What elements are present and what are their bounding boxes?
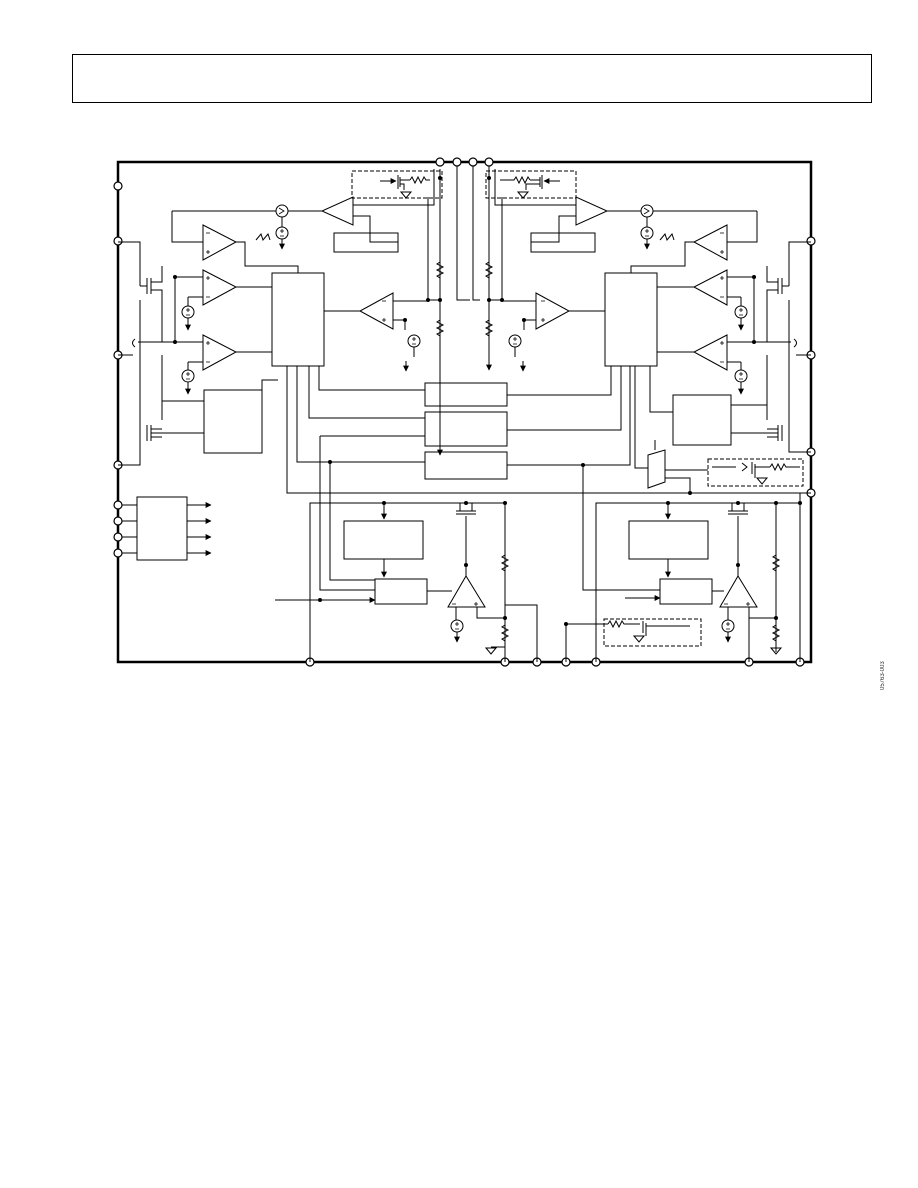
ldo1-control-block: [374, 578, 428, 605]
right-amplifiers: [535, 196, 728, 371]
right-driver-block: [672, 394, 732, 446]
right-high-side-fet: [766, 266, 783, 300]
ldo2-resistor-2: [771, 624, 781, 642]
bottom-discharge-dashed-block: [603, 618, 702, 647]
pin-top-4: [484, 157, 494, 167]
ldo1-resistor-2: [500, 624, 510, 642]
ldo2-control-block: [659, 578, 713, 605]
junction-dots: [173, 176, 802, 626]
right-discharge-dashed-block: [707, 458, 804, 487]
right-amp-2: [692, 269, 728, 306]
right-control-logic-block: [604, 272, 658, 367]
ldo2-pass-fet: [728, 503, 748, 515]
left-feedback-resistor-2: [435, 319, 445, 337]
chip-outline: [116, 160, 813, 664]
ldo1-resistor-1: [500, 554, 510, 572]
right-summing-node: [640, 204, 654, 218]
ldo1-amp: [447, 575, 486, 608]
left-control-logic-block: [271, 272, 325, 367]
pin-left-1: [113, 181, 123, 191]
left-sawtooth: [255, 232, 271, 242]
ldo2-reference-block: [628, 520, 709, 560]
left-pwm-comparator: [320, 196, 354, 226]
pin-left-2: [113, 236, 123, 246]
left-amp-3: [202, 334, 238, 371]
pin-left-5: [113, 500, 123, 510]
logic-io-block: [136, 496, 188, 561]
mux-block: [647, 449, 666, 489]
pin-right-1: [806, 236, 816, 246]
center-block-1: [424, 382, 508, 407]
left-driver-block: [203, 389, 263, 454]
center-block-2: [424, 411, 508, 447]
pin-top-3: [468, 157, 478, 167]
page-header-box: [72, 54, 872, 103]
right-error-amp: [535, 292, 571, 330]
pin-left-7: [113, 532, 123, 542]
ldo1-pass-fet: [456, 503, 476, 515]
right-feedback-resistor-1: [484, 261, 494, 279]
figure-id-label: 05763-003: [880, 661, 886, 690]
ldo1-reference-block: [343, 520, 424, 560]
pin-left-8: [113, 548, 123, 558]
pin-left-6: [113, 516, 123, 526]
right-dashed-block: [485, 170, 577, 199]
left-error-amp: [358, 292, 394, 330]
left-amp-1: [202, 224, 238, 261]
right-amp-1: [692, 224, 728, 261]
right-feedback-resistor-2: [484, 319, 494, 337]
pin-top-2: [452, 157, 462, 167]
right-amp-3: [692, 334, 728, 371]
pin-top-1: [435, 157, 445, 167]
left-amplifiers: [202, 196, 394, 371]
right-sawtooth: [659, 232, 675, 242]
left-amp-2: [202, 269, 238, 306]
left-dashed-block: [351, 170, 443, 199]
center-block-3: [424, 451, 508, 480]
left-high-side-fet: [146, 266, 163, 300]
ldo2-resistor-1: [771, 554, 781, 572]
ldo2-amp: [719, 575, 758, 608]
left-summing-node: [275, 204, 289, 218]
right-pwm-comparator: [575, 196, 609, 226]
left-feedback-resistor-1: [435, 261, 445, 279]
